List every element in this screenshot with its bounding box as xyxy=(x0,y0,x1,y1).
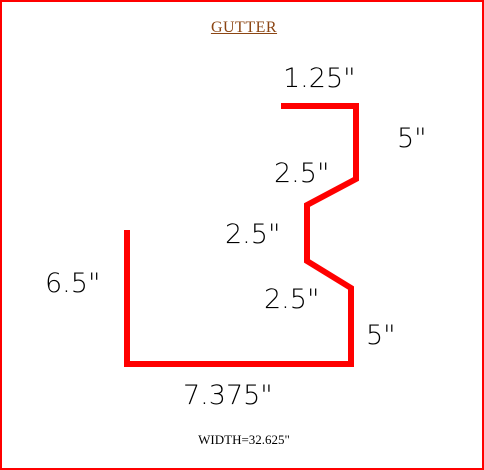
dim-upper-angle: 2.5" xyxy=(274,158,329,189)
dim-right-upper: 5" xyxy=(397,123,427,154)
dim-top-flange: 1.25" xyxy=(283,63,356,94)
dim-middle-vertical: 2.5" xyxy=(225,219,280,250)
gutter-profile-line xyxy=(124,103,359,367)
dim-bottom: 7.375" xyxy=(183,380,273,411)
dim-right-lower: 5" xyxy=(366,320,396,351)
dim-left-back: 6.5" xyxy=(45,268,100,299)
width-total: WIDTH=32.625" xyxy=(198,432,290,447)
drawing-title: GUTTER xyxy=(210,19,278,36)
dim-lower-angle: 2.5" xyxy=(264,284,319,315)
